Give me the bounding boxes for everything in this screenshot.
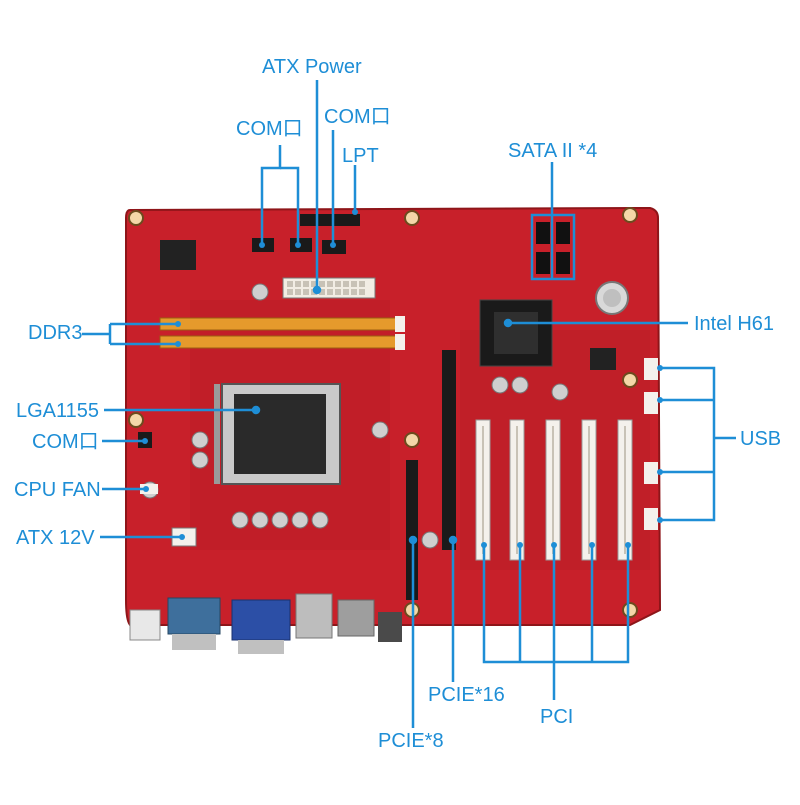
pcie16-dot	[448, 535, 458, 545]
serial-port	[167, 597, 221, 635]
sata-port-3	[536, 252, 550, 274]
label-pcie8: PCIE*8	[378, 730, 444, 752]
vga-port	[231, 599, 291, 641]
pci-dot-5	[625, 542, 631, 548]
usb-dot-4	[657, 517, 663, 523]
label-atx-12v: ATX 12V	[16, 527, 95, 549]
pci-bracket	[482, 545, 630, 664]
ddr3-dot-1	[175, 321, 181, 327]
usb-header-2	[644, 392, 658, 414]
ps2-port	[129, 609, 161, 641]
usb-bracket-top	[660, 366, 716, 522]
intel-h61-dot	[503, 318, 513, 328]
serial-port-bottom	[172, 634, 216, 650]
label-usb: USB	[740, 428, 782, 450]
atx-12v-dot	[179, 534, 185, 540]
usb-header-1	[644, 358, 658, 380]
com-top-left-leader-b	[280, 166, 300, 245]
pcie8-dot	[408, 535, 418, 545]
cpu-socket	[234, 394, 326, 474]
lan-port	[337, 599, 375, 637]
audio-port	[378, 612, 402, 642]
super-io-chip	[590, 348, 616, 370]
cpu-socket-lever	[214, 384, 220, 484]
pcie-x16-slot	[442, 350, 456, 550]
ddr3-latch-1	[395, 316, 405, 332]
label-pcie16: PCIE*16	[428, 684, 505, 706]
pci-dot-3	[551, 542, 557, 548]
label-intel-h61: Intel H61	[694, 313, 775, 335]
ddr3-latch-2	[395, 334, 405, 350]
sata-port-2	[556, 222, 570, 244]
sata-port-1	[536, 222, 550, 244]
lga1155-dot	[251, 405, 261, 415]
label-com-top-left: COM口	[236, 118, 303, 140]
sata-port-4	[556, 252, 570, 274]
com-dot-1	[259, 242, 265, 248]
io-chip	[160, 240, 196, 270]
com-dot-3	[330, 242, 336, 248]
vga-port-bottom	[238, 640, 284, 654]
pci-dot-2	[517, 542, 523, 548]
usb-header-3	[644, 462, 658, 484]
com-top-left-leader	[260, 145, 282, 245]
label-pci: PCI	[540, 706, 574, 728]
label-com-left: COM口	[32, 431, 99, 453]
usb-dot-1	[657, 365, 663, 371]
mounting-holes	[128, 207, 638, 618]
lpt-dot	[352, 209, 358, 215]
atx-power-dot	[312, 285, 322, 295]
pci-dot-4	[589, 542, 595, 548]
label-atx-power: ATX Power	[262, 56, 362, 78]
ddr3-dot-2	[175, 341, 181, 347]
com-left-dot	[142, 438, 148, 444]
label-sata: SATA II *4	[508, 140, 598, 162]
pci-dot-1	[481, 542, 487, 548]
label-lga1155: LGA1155	[16, 400, 100, 422]
label-cpu-fan: CPU FAN	[14, 479, 101, 501]
capacitors	[141, 283, 569, 549]
cmos-battery-inner	[603, 289, 621, 307]
usb-header-4	[644, 508, 658, 530]
pcie-x8-slot	[406, 460, 418, 600]
com-dot-2	[295, 242, 301, 248]
label-lpt: LPT	[342, 145, 379, 167]
label-com-top-right: COM口	[324, 106, 391, 128]
usb-dot-3	[657, 469, 663, 475]
usb-stack-port	[295, 593, 333, 639]
usb-dot-2	[657, 397, 663, 403]
lpt-header	[300, 214, 360, 226]
chipset-die	[494, 312, 538, 354]
pci-slot-grooves	[482, 426, 626, 554]
cpu-fan-dot	[143, 486, 149, 492]
label-ddr3: DDR3	[28, 322, 83, 344]
